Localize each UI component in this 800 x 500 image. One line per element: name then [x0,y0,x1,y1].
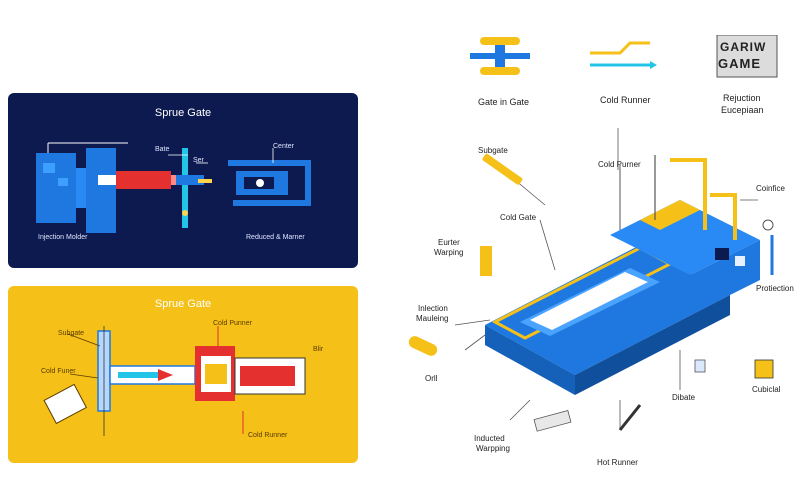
cubicle-part [754,359,774,379]
top-diagram-drawing [36,142,311,233]
logo-text-line1: GARIW [720,40,767,54]
machine-body [36,153,76,223]
dibate-part [694,359,706,373]
label-center: Center [273,143,295,150]
bottom-diagram-drawing [43,326,306,436]
label-cold-runner-icon: Cold Runner [600,95,651,105]
label-coinfice: Coinfice [756,184,785,193]
label-mauleing: Mauleing [416,314,449,323]
logo-icon [716,35,778,78]
label-cold-purner: Cold Purner [598,160,641,169]
machine-base [485,245,730,375]
label-cold-punner: Cold Punner [213,320,252,327]
label-injection-molder: Injection Molder [38,234,88,241]
label-cold-funer: Cold Funer [41,368,76,375]
bottom-panel-title: Sprue Gate [154,298,212,310]
label-hot-runner: Hot Runner [597,458,638,467]
label-rejuction: Rejuction [723,93,761,103]
icon-row [470,35,778,78]
label-subgate-iso: Subgate [478,146,508,155]
label-blir: Blir [313,346,324,353]
inducted-plate [533,410,572,432]
top-diagram-panel: Sprue Gate Bate Ser Center Injection Mol… [8,93,358,268]
label-reduced-marner: Reduced & Marner [246,234,305,241]
label-warpping: Warpping [476,444,510,453]
hot-runner-pin [618,404,642,431]
barrel [116,171,171,189]
top-panel-title: Sprue Gate [154,107,212,119]
label-inducted: Inducted [474,434,505,443]
label-cold-runner: Cold Runner [248,432,288,439]
platen [86,148,116,233]
label-eucepiaan: Eucepiaan [721,105,764,115]
label-cubiclal: Cubiclal [752,385,781,394]
gate-in-gate-icon [470,37,530,75]
label-cold-gate: Cold Gate [500,213,537,222]
label-orll: Orll [425,374,438,383]
bottom-diagram-panel: Sprue Gate Subgate Cold Funer Cold Punne… [8,286,358,463]
label-warping: Warping [434,248,464,257]
label-protiection: Protiection [756,284,794,293]
cold-runner-icon [590,41,657,69]
logo-text-line2: GAME [718,56,761,71]
part-cylinder [408,336,438,356]
iso-machine-drawing [408,128,774,432]
warping-cylinder [480,246,492,276]
label-bate: Bate [155,146,170,153]
label-dibate: Dibate [672,393,696,402]
gauge-icon [762,219,774,231]
subgate-part [482,153,523,185]
label-gate-in-gate: Gate in Gate [478,97,530,107]
sprue-post [182,148,188,228]
label-inlection: Inlection [418,304,448,313]
label-eurter: Eurter [438,238,460,247]
label-subgate: Subgate [58,330,85,337]
label-ser: Ser [193,157,204,164]
